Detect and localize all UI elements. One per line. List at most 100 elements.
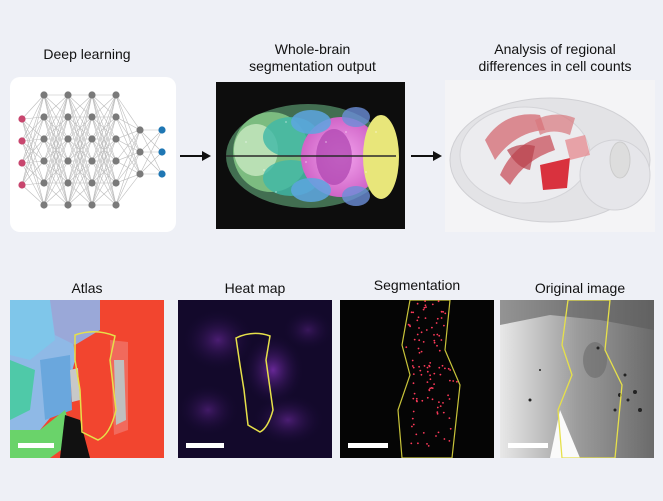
cell-detection-dot: [419, 369, 422, 372]
cell-detection-dot: [424, 300, 426, 302]
network-node: [88, 135, 96, 143]
cell-detection-dot: [405, 346, 408, 349]
regional-analysis-3d-brain: [445, 80, 655, 232]
network-node: [18, 181, 26, 189]
network-node: [158, 126, 166, 134]
cell-detection-dot: [429, 387, 431, 390]
cell-detection-dot: [435, 322, 438, 324]
cell-detection-dot: [456, 380, 458, 383]
cell-detection-dot: [412, 423, 415, 426]
deep-learning-label: Deep learning: [43, 46, 131, 62]
cell-detection-dot: [417, 347, 420, 350]
cell-detection-dot: [420, 331, 423, 334]
heatmap-label: Heat map: [224, 280, 286, 296]
network-node: [136, 148, 144, 156]
cell-detection-dot: [426, 370, 429, 373]
atlas-label: Atlas: [71, 280, 103, 296]
cell-detection-dot: [412, 397, 415, 400]
cell-detection-dot: [436, 344, 438, 347]
cell-detection-dot: [437, 300, 440, 303]
cell-detection-dot: [452, 380, 455, 382]
cell-detection-dot: [441, 364, 444, 367]
cell-detection-dot: [410, 311, 413, 314]
network-node: [112, 135, 120, 143]
cell-detection-dot: [435, 435, 437, 437]
cell-detection-dot: [422, 341, 425, 343]
cell-detection-dot: [424, 317, 427, 319]
cell-detection-dot: [418, 327, 420, 329]
cell-detection-dot: [443, 324, 445, 327]
cell-detection-dot: [427, 445, 430, 447]
cell-detection-dot: [418, 365, 420, 368]
network-node: [158, 170, 166, 178]
cell-detection-dot: [426, 443, 428, 445]
cell-detection-dot: [436, 406, 439, 409]
cell-detection-dot: [433, 334, 435, 336]
cell-detection-dot: [442, 311, 445, 313]
network-node: [112, 113, 120, 121]
network-node: [112, 179, 120, 187]
network-node: [18, 137, 26, 145]
cell-detection-dot: [412, 366, 415, 369]
cell-detection-dot: [440, 317, 443, 319]
cell-detection-dot: [439, 405, 442, 407]
cell-detection-dot: [426, 381, 429, 383]
network-node: [64, 157, 72, 165]
cell-detection-dot: [440, 339, 443, 341]
cell-detection-dot: [433, 372, 436, 375]
cell-detection-dot: [411, 425, 413, 428]
network-node: [88, 113, 96, 121]
cell-detection-dot: [447, 394, 449, 397]
cell-detection-dot: [442, 411, 445, 414]
network-node: [40, 179, 48, 187]
cell-detection-dot: [438, 366, 441, 369]
network-node: [64, 201, 72, 209]
cell-detection-dot: [418, 351, 421, 354]
cell-detection-dot: [412, 311, 415, 314]
segmentation-label: Segmentation: [373, 277, 461, 293]
segmentation-output-label: Whole-brain segmentation output: [249, 41, 376, 74]
cell-detection-dot: [416, 400, 418, 403]
neural-network-svg: [18, 91, 166, 209]
cell-detection-dot: [411, 359, 414, 362]
cell-detection-dot: [443, 438, 446, 440]
cell-detection-dot: [416, 333, 419, 336]
segmentation-panel: [340, 300, 494, 458]
cell-detection-dot: [416, 302, 419, 305]
cell-detection-dot: [411, 365, 414, 367]
arrow-right-icon: [411, 151, 442, 161]
atlas-panel: [10, 300, 164, 458]
cell-detection-dot: [407, 323, 410, 326]
network-node: [158, 148, 166, 156]
cell-detection-dot: [410, 442, 413, 445]
cell-detection-dot: [411, 417, 414, 420]
cell-detection-dot: [425, 329, 428, 331]
cell-detection-dot: [426, 396, 429, 399]
cell-detection-dot: [426, 366, 429, 369]
cell-detection-dot: [447, 367, 450, 370]
cell-detection-dot: [448, 417, 451, 419]
network-node: [112, 201, 120, 209]
cell-detection-dot: [422, 308, 425, 311]
cell-detection-dot: [449, 369, 452, 371]
original-image-label: Original image: [534, 280, 626, 296]
network-node: [136, 126, 144, 134]
analysis-label: Analysis of regional differences in cell…: [478, 41, 632, 74]
cell-detection-dot: [436, 317, 439, 320]
cell-detection-dot: [420, 350, 423, 353]
cell-detection-dot: [438, 401, 440, 403]
network-node: [40, 201, 48, 209]
cell-detection-dot: [416, 319, 419, 322]
cell-detection-dot: [433, 341, 436, 344]
cell-detection-dot: [444, 312, 447, 315]
cell-detection-dot: [429, 378, 432, 381]
cell-detection-dot: [431, 326, 433, 329]
network-node: [18, 159, 26, 167]
cell-detection-dot: [431, 387, 434, 389]
network-node: [88, 91, 96, 99]
cell-detection-dot: [442, 402, 444, 404]
cell-detection-dot: [413, 392, 416, 395]
cell-detection-dot: [428, 364, 430, 367]
cell-detection-dot: [436, 412, 439, 415]
cell-detection-dot: [431, 303, 434, 306]
